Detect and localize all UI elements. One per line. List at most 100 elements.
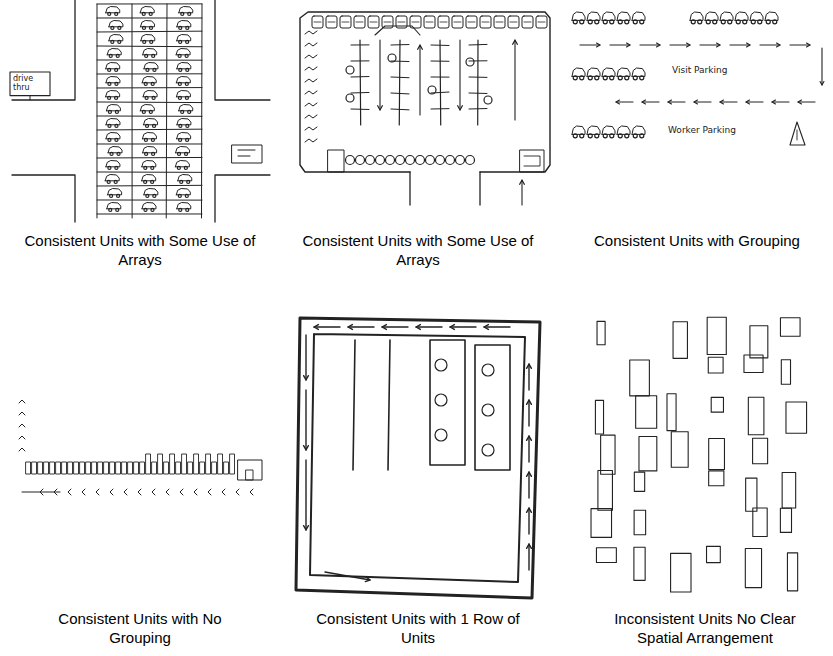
arrow-head <box>527 364 532 368</box>
car-scribble <box>412 22 419 23</box>
parked-car <box>305 115 317 118</box>
car-sketch <box>176 49 190 58</box>
building-door <box>246 470 253 480</box>
parking-grid <box>97 87 202 88</box>
parking-grid <box>97 102 202 104</box>
parking-grid <box>97 73 202 74</box>
parking-unit <box>206 454 211 474</box>
arrow-head <box>458 106 463 110</box>
car-body <box>602 126 615 134</box>
road-edge <box>215 175 270 222</box>
car-sketch <box>106 161 120 170</box>
parking-unit <box>128 462 133 474</box>
parked-car <box>494 16 505 28</box>
car-wheel <box>115 96 118 99</box>
car-wheel <box>108 124 111 127</box>
car-wheel <box>108 96 111 99</box>
car-body <box>177 133 191 139</box>
parked-car <box>312 16 323 28</box>
car-wheel <box>144 208 147 211</box>
arrow-shaft <box>22 492 60 493</box>
arrow-sketch <box>314 325 340 330</box>
arrow-sketch <box>527 508 532 534</box>
parked-car <box>305 43 317 46</box>
car-wheel <box>178 96 181 99</box>
car-sketch <box>106 105 120 114</box>
bush-sketch <box>396 156 405 165</box>
parked-car <box>346 94 354 102</box>
arrow-shaft <box>379 40 380 110</box>
car-wheel <box>107 180 110 183</box>
arrow-caret <box>19 436 25 439</box>
parking-unit <box>598 471 613 511</box>
arrow-caret <box>96 489 99 495</box>
car-wheel <box>146 68 149 71</box>
car-wheel <box>595 76 599 80</box>
car-sketch <box>765 12 778 24</box>
parking-unit <box>634 472 644 491</box>
parked-car <box>305 79 317 82</box>
car-wheel <box>115 82 118 85</box>
building-sketch <box>328 150 344 172</box>
car-wheel <box>181 110 184 113</box>
car-wheel <box>151 208 154 211</box>
parking-unit <box>711 397 723 412</box>
parking-unit <box>781 360 790 384</box>
arrow-sketch <box>694 100 711 104</box>
parking-unit <box>707 317 726 354</box>
car-body <box>176 147 190 153</box>
car-body <box>765 12 778 20</box>
car-wheel <box>153 124 156 127</box>
car-wheel <box>144 82 147 85</box>
bush-sketch <box>426 156 435 165</box>
car-body <box>140 21 154 27</box>
car-body <box>143 49 157 55</box>
parking-unit <box>26 462 31 474</box>
stall-tick <box>351 92 369 94</box>
car-wheel <box>111 26 114 29</box>
arrow-head <box>746 43 750 47</box>
island-line <box>359 40 361 125</box>
car-wheel <box>109 208 112 211</box>
arrow-head <box>656 43 660 47</box>
car-wheel <box>640 76 644 80</box>
lot-outline <box>296 318 540 598</box>
car-scribble <box>468 22 475 23</box>
bush-sketch <box>446 156 455 165</box>
car-sketch <box>572 12 585 24</box>
arrow-caret <box>222 489 225 495</box>
car-wheel <box>149 26 152 29</box>
car-wheel <box>640 20 644 24</box>
car-sketch <box>572 126 585 138</box>
car-wheel <box>625 76 629 80</box>
car-sketch <box>142 161 156 170</box>
arrow-shaft <box>305 460 306 530</box>
arrow-shaft <box>348 326 374 327</box>
car-wheel <box>625 134 629 138</box>
parking-grid <box>97 143 202 144</box>
parking-unit <box>68 462 73 474</box>
car-wheel <box>186 124 189 127</box>
arrow-shaft <box>521 180 522 205</box>
parked-car <box>452 16 463 28</box>
arrow-sketch <box>418 45 423 115</box>
parking-unit <box>152 462 157 474</box>
car-body <box>632 12 645 20</box>
car-body <box>617 68 630 76</box>
car-body <box>572 12 585 20</box>
arrow-sketch <box>527 544 532 570</box>
arrow-sketch <box>616 100 633 104</box>
car-sketch <box>179 105 193 114</box>
arrow-sketch <box>820 48 824 85</box>
sign-post <box>30 96 31 100</box>
arrow-caret <box>110 489 113 495</box>
arrow-sketch <box>382 325 408 330</box>
car-scribble <box>370 22 377 23</box>
car-wheel <box>618 134 622 138</box>
building-sketch <box>238 460 262 480</box>
car-sketch <box>177 203 191 212</box>
stall-tick <box>469 93 487 94</box>
car-wheel <box>111 40 114 43</box>
arrow-shaft <box>821 48 822 85</box>
